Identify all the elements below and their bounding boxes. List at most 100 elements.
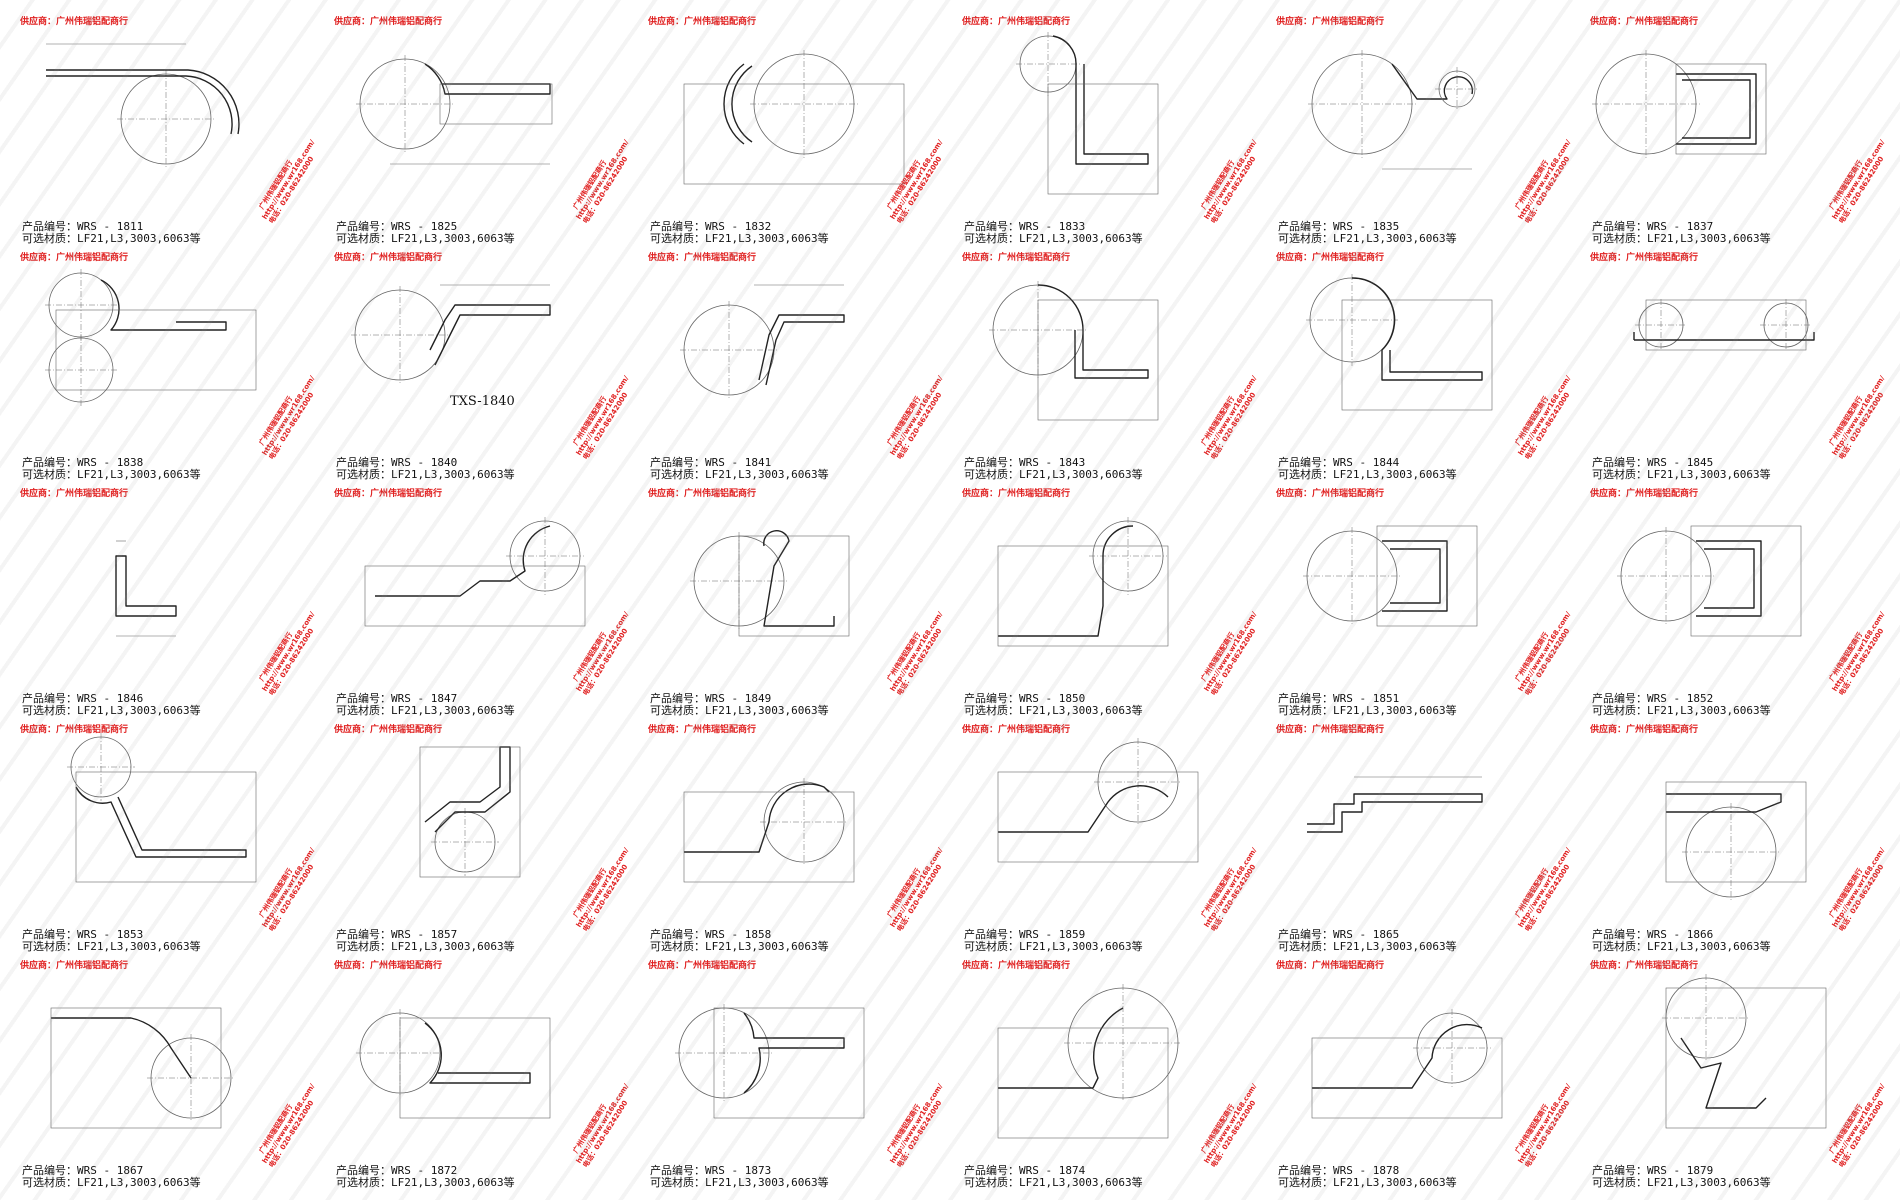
profile-sketch (1665, 781, 1807, 901)
profile-drawing (644, 968, 934, 1158)
profile-drawing (16, 968, 306, 1158)
profile-sketch (989, 281, 1159, 421)
profile-drawing (330, 968, 620, 1158)
supplier-label: 供应商：广州伟瑞铝配商行 (334, 489, 443, 499)
supplier-label: 供应商：广州伟瑞铝配商行 (1276, 961, 1385, 971)
profile-sketch (1617, 525, 1802, 637)
product-code: 产品编号：WRS - 1832 (650, 220, 772, 233)
profile-drawing (644, 24, 934, 214)
supplier-label: 供应商：广州伟瑞铝配商行 (1590, 17, 1699, 27)
product-code: 产品编号：WRS - 1872 (336, 1164, 458, 1177)
profile-sketch (997, 517, 1169, 647)
supplier-label: 供应商：广州伟瑞铝配商行 (334, 253, 443, 263)
material-list: 可选材质：LF21,L3,3003,6063等 (964, 704, 1143, 716)
supplier-label: 供应商：广州伟瑞铝配商行 (20, 489, 129, 499)
material-list: 可选材质：LF21,L3,3003,6063等 (22, 232, 201, 244)
material-list: 可选材质：LF21,L3,3003,6063等 (964, 232, 1143, 244)
profile-sketch (364, 517, 586, 627)
profile-sketch (50, 1007, 235, 1129)
material-list: 可选材质：LF21,L3,3003,6063等 (1278, 232, 1457, 244)
supplier-label: 供应商：广州伟瑞铝配商行 (648, 17, 757, 27)
product-code: 产品编号：WRS - 1825 (336, 220, 458, 233)
material-list: 可选材质：LF21,L3,3003,6063等 (336, 468, 515, 480)
supplier-label: 供应商：广州伟瑞铝配商行 (962, 17, 1071, 27)
product-code: 产品编号：WRS - 1811 (22, 220, 144, 233)
profile-sketch (1662, 974, 1827, 1129)
product-code: 产品编号：WRS - 1865 (1278, 928, 1400, 941)
profile-sketch (46, 43, 240, 168)
profile-drawing (1586, 260, 1876, 450)
product-code: 产品编号：WRS - 1878 (1278, 1164, 1400, 1177)
profile-drawing (1586, 24, 1876, 214)
profile-sketch (356, 1009, 551, 1119)
product-code: 产品编号：WRS - 1838 (22, 456, 144, 469)
supplier-label: 供应商：广州伟瑞铝配商行 (334, 725, 443, 735)
supplier-label: 供应商：广州伟瑞铝配商行 (648, 489, 757, 499)
profile-drawing (1272, 24, 1562, 214)
product-code: 产品编号：WRS - 1853 (22, 928, 144, 941)
profile-drawing (644, 496, 934, 686)
profile-sketch (675, 1004, 865, 1119)
supplier-label: 供应商：广州伟瑞铝配商行 (334, 17, 443, 27)
profile-drawing (330, 24, 620, 214)
profile-sketch (997, 738, 1199, 863)
material-list: 可选材质：LF21,L3,3003,6063等 (650, 1176, 829, 1188)
product-code: 产品编号：WRS - 1866 (1592, 928, 1714, 941)
supplier-label: 供应商：广州伟瑞铝配商行 (962, 489, 1071, 499)
supplier-label: 供应商：广州伟瑞铝配商行 (1590, 253, 1699, 263)
supplier-label: 供应商：广州伟瑞铝配商行 (1276, 725, 1385, 735)
product-code: 产品编号：WRS - 1844 (1278, 456, 1400, 469)
material-list: 可选材质：LF21,L3,3003,6063等 (22, 704, 201, 716)
product-code: 产品编号：WRS - 1846 (22, 692, 144, 705)
supplier-label: 供应商：广州伟瑞铝配商行 (20, 961, 129, 971)
profile-sketch (690, 530, 850, 637)
profile-drawing (16, 732, 306, 922)
product-code: 产品编号：WRS - 1849 (650, 692, 772, 705)
profile-sketch (67, 733, 257, 883)
profile-drawing (958, 496, 1248, 686)
material-list: 可选材质：LF21,L3,3003,6063等 (22, 468, 201, 480)
material-list: 可选材质：LF21,L3,3003,6063等 (964, 940, 1143, 952)
material-list: 可选材质：LF21,L3,3003,6063等 (964, 468, 1143, 480)
supplier-label: 供应商：广州伟瑞铝配商行 (962, 253, 1071, 263)
material-list: 可选材质：LF21,L3,3003,6063等 (1592, 940, 1771, 952)
material-list: 可选材质：LF21,L3,3003,6063等 (1278, 704, 1457, 716)
material-list: 可选材质：LF21,L3,3003,6063等 (1278, 940, 1457, 952)
material-list: 可选材质：LF21,L3,3003,6063等 (1278, 1176, 1457, 1188)
profile-drawing (16, 496, 306, 686)
product-code: 产品编号：WRS - 1873 (650, 1164, 772, 1177)
profile-sketch (1592, 50, 1767, 158)
profile-drawing (330, 732, 620, 922)
supplier-label: 供应商：广州伟瑞铝配商行 (648, 253, 757, 263)
profile-sketch (1307, 776, 1483, 833)
profile-drawing (1586, 968, 1876, 1158)
profile-drawing (644, 732, 934, 922)
profile-sketch (419, 746, 521, 878)
profile-sketch (997, 984, 1182, 1139)
material-list: 可选材质：LF21,L3,3003,6063等 (336, 1176, 515, 1188)
material-list: 可选材质：LF21,L3,3003,6063等 (650, 704, 829, 716)
profile-drawing (16, 24, 306, 214)
